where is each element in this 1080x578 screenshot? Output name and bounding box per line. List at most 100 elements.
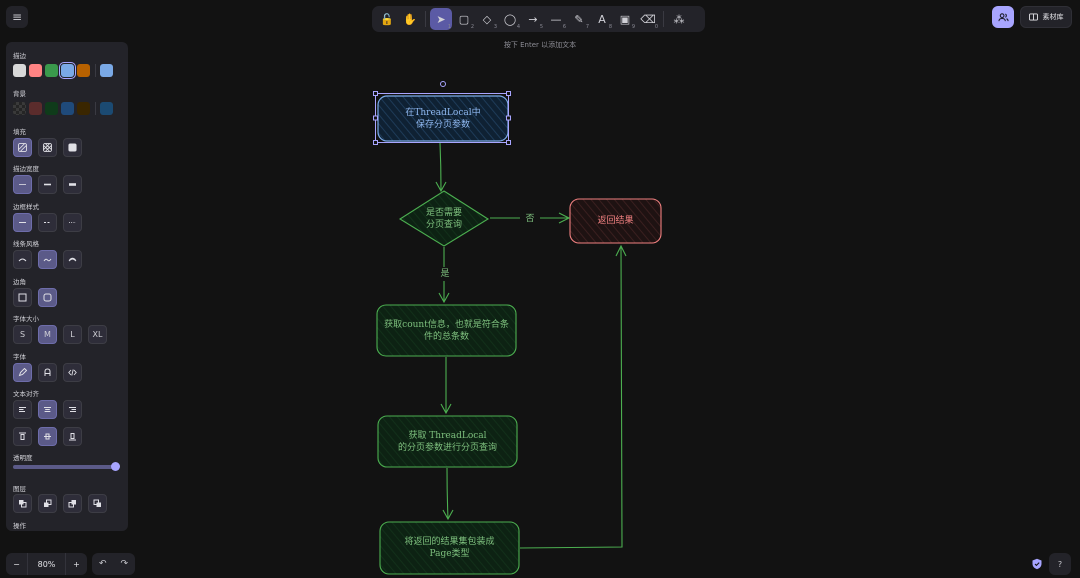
sloppiness-architect-button[interactable] <box>13 250 32 269</box>
edges-sharp-button[interactable] <box>13 288 32 307</box>
more-tools-icon: ⁂ <box>673 12 685 26</box>
letter-a-icon <box>44 368 51 376</box>
valign-top-button[interactable] <box>13 427 32 446</box>
line-tool-button[interactable]: —6 <box>545 8 567 31</box>
resize-handle-nw <box>373 91 378 96</box>
align-left-button[interactable] <box>13 400 32 419</box>
diamond-tool-button[interactable]: ◇3 <box>476 8 498 31</box>
sloppiness-artist-button[interactable] <box>38 250 57 269</box>
node-query-line-2: 的分页参数进行分页查询 <box>397 442 497 453</box>
font-size-s-button[interactable]: S <box>13 325 32 344</box>
node-decision-text: 是否需要 分页查询 <box>400 198 488 240</box>
toolbar-separator <box>425 11 426 27</box>
send-backward-button[interactable] <box>38 494 57 513</box>
bring-to-front-button[interactable] <box>88 494 107 513</box>
opacity-slider-handle[interactable] <box>111 462 120 471</box>
pencil-icon <box>18 368 27 377</box>
shortcut-key: 7 <box>585 24 589 30</box>
node-decision[interactable] <box>398 190 490 247</box>
zoom-in-button[interactable]: + <box>73 559 80 569</box>
background-color-swatch[interactable] <box>61 102 74 115</box>
node-start-line-1: 在ThreadLocal中 <box>405 107 481 118</box>
diamond-icon: ◇ <box>482 12 492 26</box>
layer-options <box>13 494 113 513</box>
node-count-line-2: 件的总条数 <box>423 331 469 342</box>
node-start[interactable] <box>377 95 509 142</box>
send-to-back-button[interactable] <box>13 494 32 513</box>
lock-tool-button[interactable]: 🔓 <box>376 8 398 30</box>
font-size-m-button[interactable]: M <box>38 325 57 344</box>
node-wrap-line-2: Page类型 <box>429 549 470 559</box>
align-right-button[interactable] <box>63 400 82 419</box>
align-left-icon <box>19 407 26 412</box>
smooth-curve-icon <box>18 258 27 262</box>
stroke-color-swatch[interactable] <box>13 64 26 77</box>
redo-button[interactable]: ↷ <box>120 559 129 569</box>
stroke-extra-bold-button[interactable] <box>63 175 82 194</box>
stroke-current-color[interactable] <box>100 64 113 77</box>
font-size-options: S M L XL <box>13 325 113 344</box>
background-color-swatch[interactable] <box>29 102 42 115</box>
font-hand-drawn-button[interactable] <box>13 363 32 382</box>
font-size-l-button[interactable]: L <box>63 325 82 344</box>
selection-icon: ➤ <box>436 12 446 26</box>
bring-forward-button[interactable] <box>63 494 82 513</box>
node-return-line-1: 返回结果 <box>597 216 634 226</box>
font-size-xl-button[interactable]: XL <box>88 325 107 344</box>
arrow-tool-button[interactable]: →5 <box>522 8 544 31</box>
pencil-tool-button[interactable]: ✎7 <box>568 8 590 31</box>
main-menu-button[interactable]: ≡ <box>6 6 28 28</box>
fill-crosshatch-button[interactable] <box>38 138 57 157</box>
fill-solid-button[interactable] <box>63 138 82 157</box>
eraser-tool-button[interactable]: ⌫0 <box>637 8 659 31</box>
stroke-bold-button[interactable] <box>38 175 57 194</box>
ellipse-tool-button[interactable]: ◯4 <box>499 8 521 31</box>
shortcut-key: 2 <box>470 24 474 30</box>
valign-bottom-button[interactable] <box>63 427 82 446</box>
stroke-dotted-button[interactable] <box>63 213 82 232</box>
stroke-dashed-button[interactable] <box>38 213 57 232</box>
help-button[interactable]: ? <box>1049 553 1071 575</box>
hand-tool-button[interactable]: ✋ <box>399 8 421 30</box>
background-color-swatch[interactable] <box>45 102 58 115</box>
opacity-slider-track[interactable] <box>13 465 116 469</box>
image-tool-button[interactable]: ▣9 <box>614 8 636 31</box>
stroke-color-swatch[interactable] <box>45 64 58 77</box>
node-count[interactable] <box>376 304 517 357</box>
library-button[interactable]: 素材库 <box>1020 6 1072 28</box>
background-color-swatch[interactable] <box>77 102 90 115</box>
properties-panel: 描边 背景 填充 描边宽度 边框样式 线条风格 边角 字体大小 S M L XL… <box>6 42 128 531</box>
shield-icon[interactable] <box>1031 558 1043 570</box>
stroke-color-swatch[interactable] <box>29 64 42 77</box>
node-query-line-1: 获取 ThreadLocal <box>408 430 487 441</box>
node-wrap[interactable] <box>379 521 520 575</box>
bring-forward-icon <box>68 500 76 508</box>
stroke-thin-button[interactable] <box>13 175 32 194</box>
zoom-level[interactable]: 80% <box>27 553 66 575</box>
stroke-color-swatch[interactable] <box>59 62 76 79</box>
edges-round-button[interactable] <box>38 288 57 307</box>
shortcut-key: 5 <box>539 24 543 30</box>
stroke-solid-button[interactable] <box>13 213 32 232</box>
selection-outline[interactable] <box>373 81 511 145</box>
zoom-out-button[interactable]: − <box>13 559 20 569</box>
rectangle-tool-button[interactable]: ▢2 <box>453 8 475 31</box>
sloppiness-cartoonist-button[interactable] <box>63 250 82 269</box>
align-center-button[interactable] <box>38 400 57 419</box>
fill-hachure-button[interactable] <box>13 138 32 157</box>
valign-middle-button[interactable] <box>38 427 57 446</box>
selection-tool-button[interactable]: ➤1 <box>430 8 452 30</box>
font-normal-button[interactable] <box>38 363 57 382</box>
node-return[interactable] <box>569 198 662 244</box>
stroke-color-swatch[interactable] <box>77 64 90 77</box>
background-current-color[interactable] <box>100 102 113 115</box>
collaboration-button[interactable] <box>992 6 1014 28</box>
undo-button[interactable]: ↶ <box>98 559 107 569</box>
text-icon: A <box>598 12 606 26</box>
node-query[interactable] <box>377 415 518 468</box>
background-color-swatch[interactable] <box>13 102 26 115</box>
font-code-button[interactable] <box>63 363 82 382</box>
more-tools-tool-button[interactable]: ⁂ <box>668 8 690 30</box>
